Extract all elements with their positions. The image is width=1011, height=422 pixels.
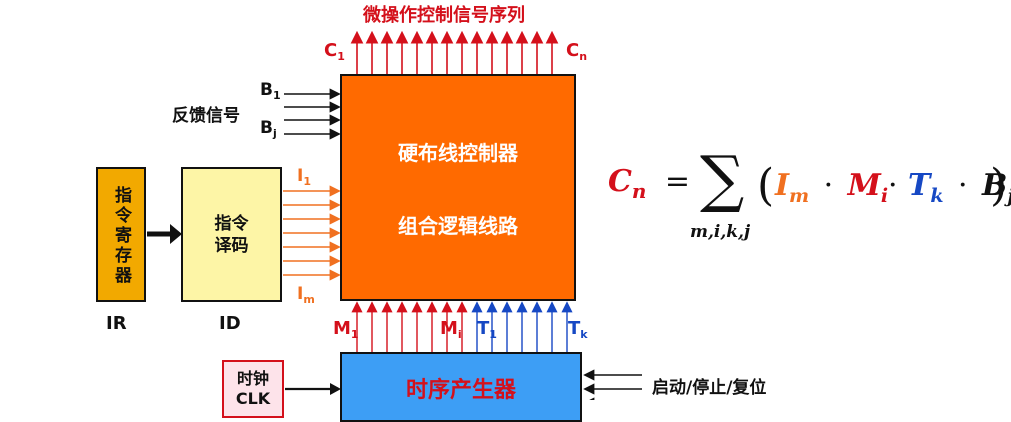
formula: Cn = — [608, 164, 691, 203]
summation-symbol: ∑ — [700, 142, 745, 215]
id-output-i1-label: I1 — [297, 166, 311, 188]
input-mi-label: Mi — [440, 318, 462, 341]
timing-generator-box: 时序产生器 — [340, 352, 582, 422]
formula-open-paren: ( — [757, 160, 775, 211]
feedback-arrows — [284, 88, 341, 140]
clock-label-line2: CLK — [235, 389, 271, 408]
input-tk-label: Tk — [568, 318, 588, 341]
instruction-register-text: 指令寄存器 — [111, 185, 131, 286]
summation-subscript: m,i,k,j — [690, 222, 751, 242]
formula-bj: Bj — [982, 168, 1011, 207]
clock-box: 时钟 CLK — [222, 360, 284, 418]
wiring — [147, 30, 642, 400]
t-input-arrows — [471, 301, 573, 352]
feedback-label: 反馈信号 — [172, 106, 240, 126]
timing-generator-label: 时序产生器 — [405, 378, 516, 403]
formula-im: Im — [775, 168, 810, 207]
instruction-decoder-box: 指令 译码 — [181, 167, 282, 302]
formula-tk: Tk — [908, 168, 944, 207]
decoder-text-line2: 译码 — [214, 235, 249, 256]
input-t1-label: T1 — [477, 318, 497, 341]
controller-title: 硬布线控制器 — [398, 140, 518, 165]
decoder-text-line1: 指令 — [214, 213, 249, 234]
formula-product: Im · Mi· Tk · Bj — [775, 168, 1011, 207]
feedback-b1-label: B1 — [260, 80, 281, 102]
formula-mi: Mi — [847, 168, 889, 207]
clock-arrow — [285, 383, 341, 395]
ir-caption: IR — [106, 313, 127, 334]
m-input-arrows — [351, 301, 468, 352]
clock-label-line1: 时钟 — [236, 369, 269, 388]
id-output-arrows — [283, 185, 341, 281]
formula-close-paren: ) — [990, 160, 1008, 211]
controller-subtitle: 组合逻辑线路 — [398, 213, 518, 238]
feedback-bj-label: Bj — [260, 118, 277, 140]
id-output-im-label: Im — [297, 284, 315, 306]
formula-lhs: Cn — [608, 164, 647, 203]
hardwired-controller-box: 硬布线控制器 组合逻辑线路 — [340, 74, 576, 301]
output-signal-arrows — [350, 30, 559, 74]
ir-to-id-arrow — [147, 224, 182, 244]
control-inputs-label: 启动/停止/复位 — [652, 378, 767, 398]
control-signal-title: 微操作控制信号序列 — [363, 5, 525, 26]
instruction-register-box: 指令寄存器 — [96, 167, 146, 302]
output-c1-label: C1 — [324, 40, 345, 63]
output-cn-label: Cn — [566, 40, 588, 63]
id-caption: ID — [219, 313, 241, 334]
input-m1-label: M1 — [333, 318, 359, 341]
control-input-arrows — [583, 369, 642, 400]
